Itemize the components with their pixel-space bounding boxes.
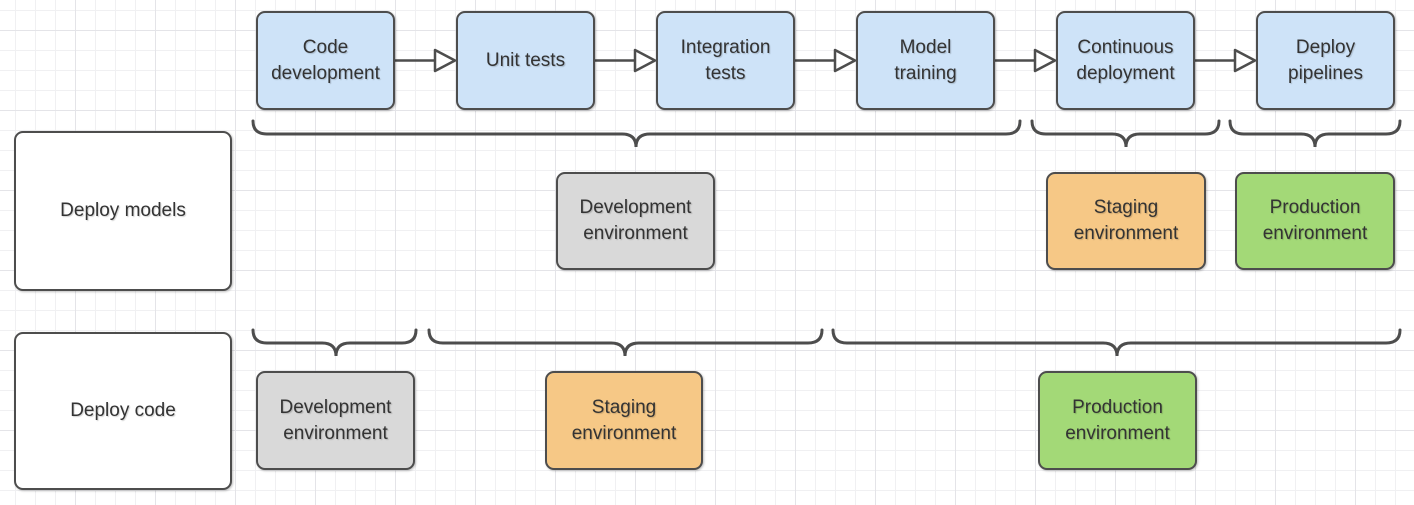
arrow-connector-1 (395, 48, 457, 73)
brace-deploy-models-production (1228, 119, 1402, 148)
brace-deploy-code-development (251, 328, 418, 357)
step-continuous-deployment: Continuous deployment (1056, 11, 1195, 110)
arrowhead-icon (433, 48, 457, 73)
row-label-deploy-code: Deploy code (14, 332, 232, 490)
brace-deploy-code-production (831, 328, 1402, 357)
brace-deploy-models-development (251, 119, 1022, 148)
arrow-connector-2 (595, 48, 657, 73)
step-unit-tests: Unit tests (456, 11, 595, 110)
step-code-development: Code development (256, 11, 395, 110)
arrow-connector-5 (1195, 48, 1257, 73)
deploy-models-staging-environment: Staging environment (1046, 172, 1206, 270)
deploy-code-development-environment: Development environment (256, 371, 415, 470)
row-label-deploy-models: Deploy models (14, 131, 232, 291)
arrowhead-icon (1233, 48, 1257, 73)
arrowhead-icon (1033, 48, 1057, 73)
step-integration-tests: Integration tests (656, 11, 795, 110)
arrowhead-icon (633, 48, 657, 73)
deploy-models-production-environment: Production environment (1235, 172, 1395, 270)
step-model-training: Model training (856, 11, 995, 110)
deploy-code-staging-environment: Staging environment (545, 371, 703, 470)
arrow-connector-4 (995, 48, 1057, 73)
brace-deploy-models-staging (1030, 119, 1221, 148)
deploy-models-development-environment: Development environment (556, 172, 715, 270)
step-deploy-pipelines: Deploy pipelines (1256, 11, 1395, 110)
brace-deploy-code-staging (427, 328, 824, 357)
deploy-code-production-environment: Production environment (1038, 371, 1197, 470)
arrow-connector-3 (795, 48, 857, 73)
arrowhead-icon (833, 48, 857, 73)
